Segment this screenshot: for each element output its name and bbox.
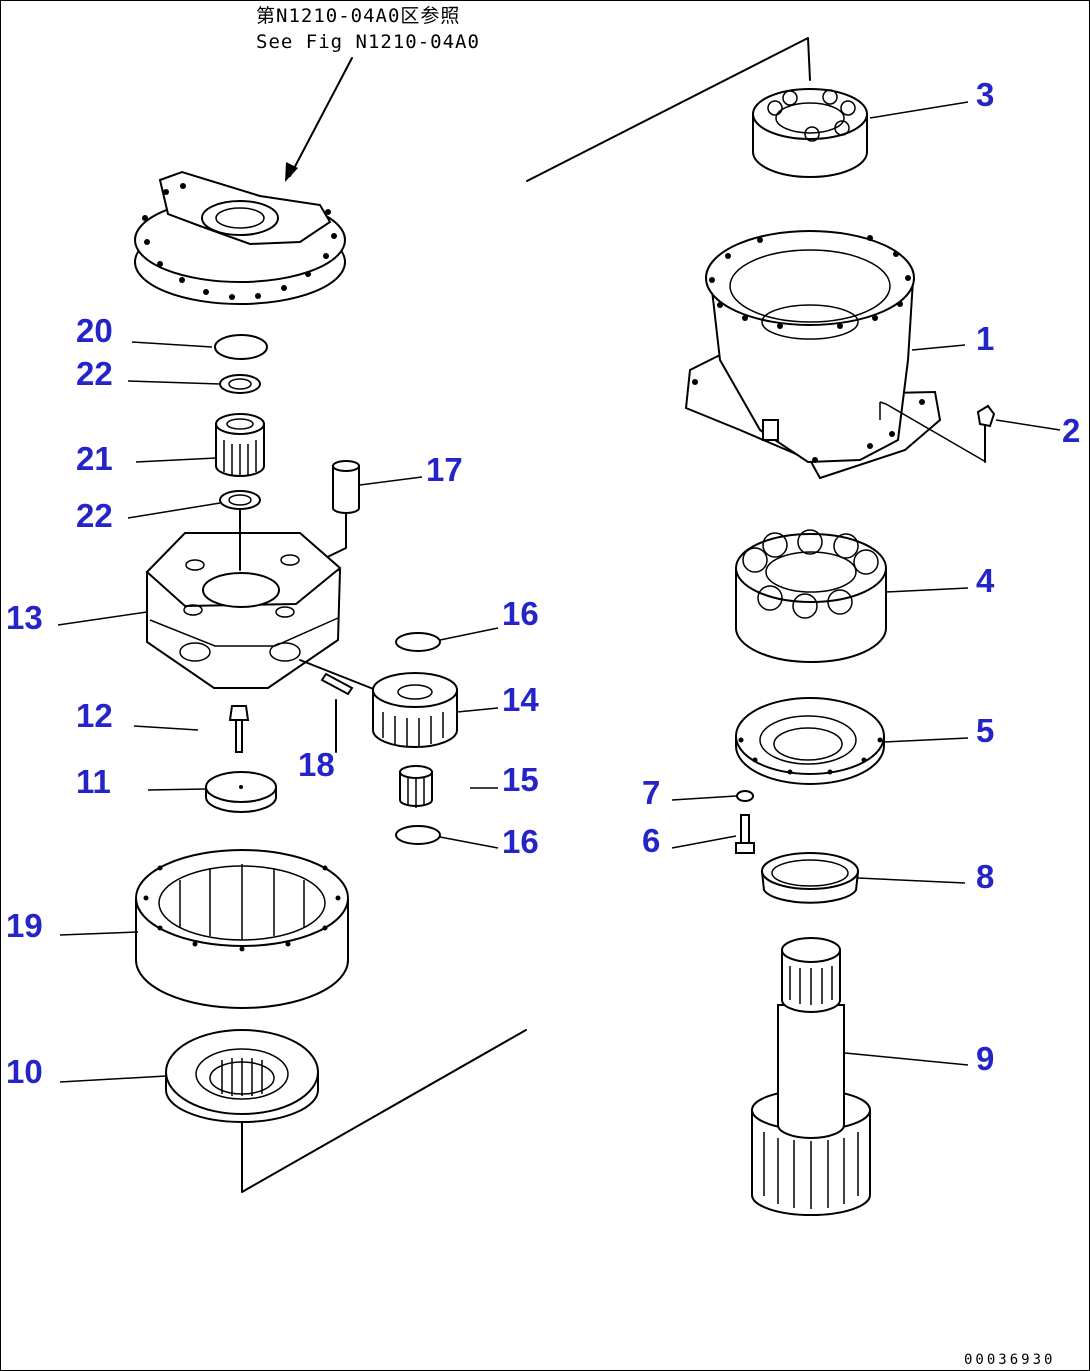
- pin-part-18: [299, 659, 377, 753]
- assembly-guide-line-top: [526, 37, 811, 182]
- callout-20: 20: [76, 312, 113, 349]
- callout-2: 2: [1062, 412, 1080, 449]
- reference-text-en: See Fig N1210-04A0: [256, 31, 480, 53]
- callout-4: 4: [976, 562, 995, 599]
- bearing-part-4: [735, 529, 887, 663]
- callout-18: 18: [298, 746, 335, 783]
- callout-16-upper: 16: [502, 595, 539, 632]
- planet-gear-part-14: [372, 672, 458, 748]
- callout-14: 14: [502, 681, 539, 718]
- o-ring-part-20: [214, 334, 268, 360]
- bolt-part-6: [735, 814, 755, 854]
- top-cover-part: [134, 170, 346, 305]
- washer-part-16-lower: [395, 825, 441, 845]
- reference-arrow: [285, 57, 353, 182]
- reference-text-jp: 第N1210-04A0区参照: [256, 5, 460, 27]
- callout-7: 7: [642, 774, 660, 811]
- callout-3: 3: [976, 76, 994, 113]
- callout-5: 5: [976, 712, 994, 749]
- callout-13: 13: [6, 599, 43, 636]
- callout-17: 17: [426, 451, 463, 488]
- bolt-part-12: [228, 705, 250, 753]
- callout-19: 19: [6, 907, 43, 944]
- carrier-part-13: [145, 509, 342, 689]
- plug-part-2: [976, 404, 996, 463]
- shaft-part-9: [751, 937, 871, 1216]
- ring-part-22-lower: [219, 490, 261, 510]
- callout-numbers: 1 2 3 4 5 6 7 8 9 10 11 12 13 14 15 16 1…: [6, 76, 1080, 1090]
- document-number: 00036930: [964, 1352, 1055, 1368]
- ring-part-8: [760, 852, 860, 904]
- thrust-plate-part-11: [205, 771, 277, 813]
- callout-22-upper: 22: [76, 355, 113, 392]
- washer-part-16-upper: [395, 632, 441, 652]
- callout-10: 10: [6, 1053, 43, 1090]
- assembly-guide-line-bottom: [241, 1029, 527, 1193]
- housing-part-1: [684, 230, 987, 480]
- gear-part-21: [215, 413, 265, 477]
- callout-9: 9: [976, 1040, 994, 1077]
- callout-11: 11: [76, 763, 111, 800]
- callout-16-lower: 16: [502, 823, 539, 860]
- callout-leaders: [57, 101, 1061, 1083]
- seal-cover-part-5: [735, 697, 885, 785]
- callout-6: 6: [642, 822, 660, 859]
- callout-15: 15: [502, 761, 539, 798]
- ring-gear-part-19: [135, 849, 349, 1009]
- callout-21: 21: [76, 440, 113, 477]
- callout-1: 1: [976, 320, 994, 357]
- callout-12: 12: [76, 697, 113, 734]
- callout-8: 8: [976, 858, 994, 895]
- callout-22-lower: 22: [76, 497, 113, 534]
- bearing-part-3: [752, 88, 868, 178]
- needle-bearing-part-15: [399, 765, 433, 808]
- bearing-holder-part-10: [165, 1029, 319, 1123]
- washer-part-7: [736, 790, 754, 802]
- ring-part-22-upper: [219, 374, 261, 394]
